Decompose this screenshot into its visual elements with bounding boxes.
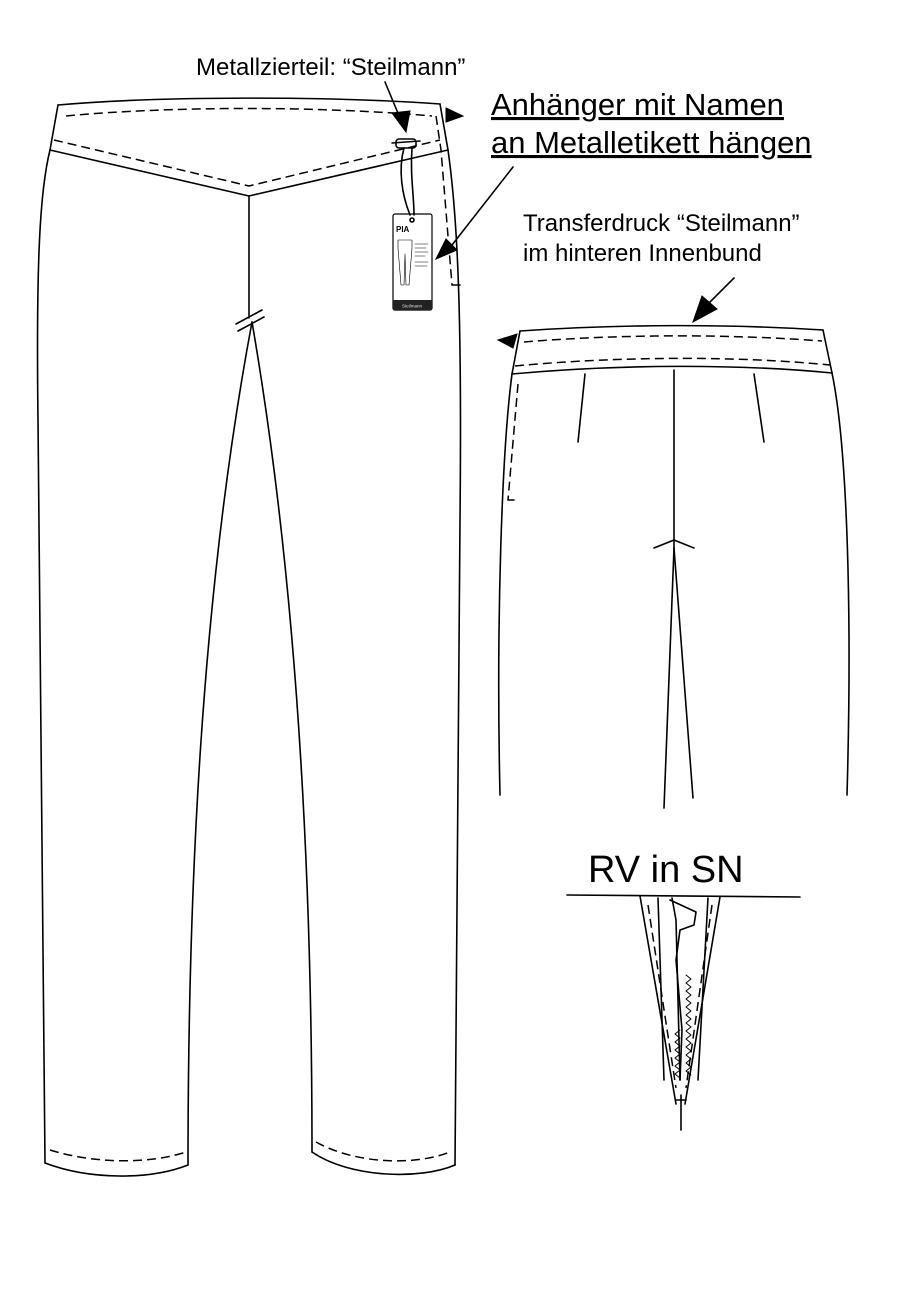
metal-ornament (391, 138, 421, 149)
hang-tag: PIA Steilmann (392, 147, 433, 311)
arrow-head-icon (692, 295, 718, 324)
notch-marker-icon (445, 107, 465, 123)
zipper-detail (566, 894, 801, 1131)
label-metal-ornament: Metallzierteil: “Steilmann” (196, 54, 465, 81)
label-transfer-line-2: im hinteren Innenbund (523, 240, 762, 267)
hang-tag-brand: Steilmann (402, 304, 423, 309)
trousers-front-view: PIA Steilmann (36, 81, 514, 1177)
label-zipper-detail: RV in SN (588, 849, 744, 891)
trousers-back-view (496, 277, 850, 809)
arrow-head-icon (434, 238, 458, 260)
label-hangtag-line-1: Anhänger mit Namen (491, 87, 784, 122)
arrow-head-icon (391, 110, 411, 134)
label-transfer-line-1: Transferdruck “Steilmann” (523, 210, 800, 237)
hang-tag-name: PIA (396, 225, 410, 234)
notch-marker-icon (496, 333, 518, 349)
label-hangtag-line-2: an Metalletikett hängen (491, 125, 812, 160)
